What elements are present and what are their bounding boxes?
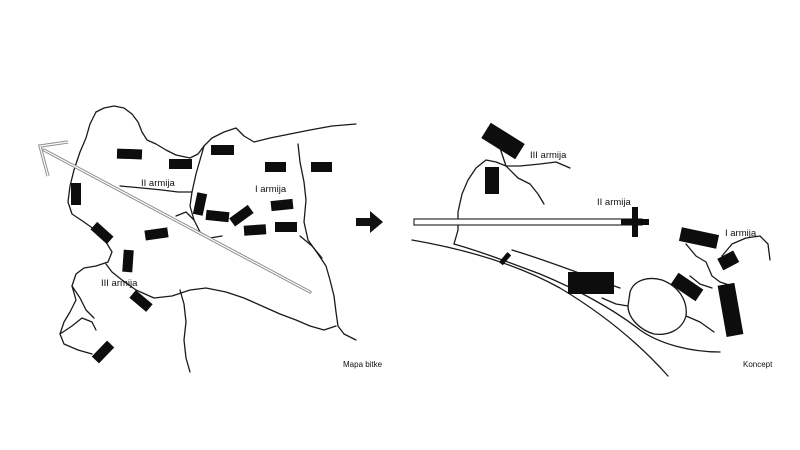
unit-block xyxy=(211,145,234,155)
east-hills xyxy=(299,235,323,259)
east-ridge xyxy=(721,235,771,261)
cross-icon xyxy=(621,207,649,237)
unit-block xyxy=(122,249,134,273)
unit-block xyxy=(270,198,294,212)
inner-valley xyxy=(179,289,191,373)
label-second-army-right: II armija xyxy=(597,197,632,208)
concept-map: III armija II armija I armija Koncept xyxy=(411,122,773,377)
building-block xyxy=(481,122,525,160)
caption-battle-map: Mapa bitke xyxy=(343,360,383,369)
ridge-spur xyxy=(175,211,195,221)
building-block xyxy=(678,227,720,249)
map-outline-south xyxy=(105,263,337,331)
second-army-border xyxy=(119,185,193,193)
map-outline xyxy=(95,105,357,159)
unit-block xyxy=(71,183,81,205)
label-third-army-left: III armija xyxy=(101,278,138,289)
inner-path-west xyxy=(59,317,97,335)
unit-block xyxy=(243,224,267,236)
coastline-inner xyxy=(453,243,721,353)
coastline-outer xyxy=(411,239,669,377)
east-valley xyxy=(689,275,713,289)
building-block xyxy=(717,282,744,337)
unit-block xyxy=(169,159,192,169)
label-third-army-right: III armija xyxy=(530,150,567,161)
unit-block xyxy=(116,148,143,160)
label-first-army-left: I armija xyxy=(255,184,287,195)
building-block xyxy=(498,252,512,266)
unit-block xyxy=(91,340,115,364)
label-first-army-right: I armija xyxy=(725,228,757,239)
central-ridge xyxy=(189,145,223,239)
unit-block xyxy=(205,209,230,223)
unit-block xyxy=(192,192,208,216)
transition-arrow-icon xyxy=(356,211,383,233)
map-outline-east xyxy=(297,143,357,341)
hill-path xyxy=(601,297,629,307)
battle-map: II armija I armija III armija Mapa bitke xyxy=(37,105,383,373)
direction-arrow-icon xyxy=(37,140,312,294)
label-second-army-left: II armija xyxy=(141,178,176,189)
unit-block xyxy=(265,162,286,172)
unit-block xyxy=(90,221,114,245)
hill-path-south xyxy=(685,315,715,333)
unit-block xyxy=(275,222,297,232)
unit-block xyxy=(229,204,254,227)
building-block xyxy=(568,272,614,294)
building-block xyxy=(670,272,704,302)
nw-hill xyxy=(453,159,571,245)
unit-block xyxy=(311,162,332,172)
concept-axis xyxy=(413,218,643,226)
unit-block xyxy=(144,227,169,241)
building-block xyxy=(717,250,740,271)
east-slope xyxy=(685,243,733,287)
inner-path-sw xyxy=(71,285,95,319)
unit-block xyxy=(129,290,153,312)
caption-concept: Koncept xyxy=(743,360,773,369)
building-block xyxy=(485,167,499,194)
